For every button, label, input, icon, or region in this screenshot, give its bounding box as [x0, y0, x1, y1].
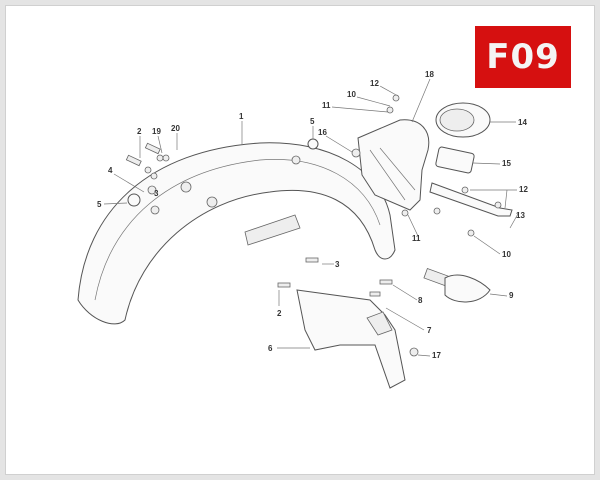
callout-14: 14: [518, 118, 527, 127]
rear-fender: [77, 142, 396, 325]
callout-11: 11: [412, 234, 421, 243]
leader-lines: [103, 78, 520, 357]
callout-1: 1: [239, 112, 244, 121]
callout-10: 10: [347, 90, 356, 99]
callout-8: 8: [418, 296, 423, 305]
callout-4: 4: [108, 166, 113, 175]
callout-17: 17: [432, 351, 441, 360]
callout-6: 6: [268, 344, 273, 353]
callout-5: 5: [97, 200, 102, 209]
callout-18: 18: [425, 70, 434, 79]
plate-holder: [429, 182, 513, 217]
inner-border: [5, 5, 595, 475]
callout-7: 7: [427, 326, 432, 335]
callout-2: 2: [277, 309, 282, 318]
callout-12: 12: [519, 185, 528, 194]
callout-10: 10: [502, 250, 511, 259]
turn-indicator: [423, 268, 491, 303]
section-badge: F09: [475, 26, 571, 88]
callout-5: 5: [310, 117, 315, 126]
callout-13: 13: [516, 211, 525, 220]
license-bracket: [357, 119, 430, 211]
callout-16: 16: [318, 128, 327, 137]
callout-9: 9: [509, 291, 514, 300]
lower-mudguard: [296, 289, 406, 389]
callout-labels: 1 2 19 20 4 3 5 5 16 12 10 11 18 14 15 1…: [97, 70, 528, 360]
tail-light: [435, 102, 491, 138]
callout-19: 19: [152, 127, 161, 136]
callout-12: 12: [370, 79, 379, 88]
plate-light: [435, 146, 475, 174]
callout-3: 3: [154, 189, 159, 198]
callout-11: 11: [322, 101, 331, 110]
callout-3: 3: [335, 260, 340, 269]
callout-2: 2: [137, 127, 142, 136]
callout-15: 15: [502, 159, 511, 168]
fasteners: [125, 94, 502, 357]
callout-20: 20: [171, 124, 180, 133]
